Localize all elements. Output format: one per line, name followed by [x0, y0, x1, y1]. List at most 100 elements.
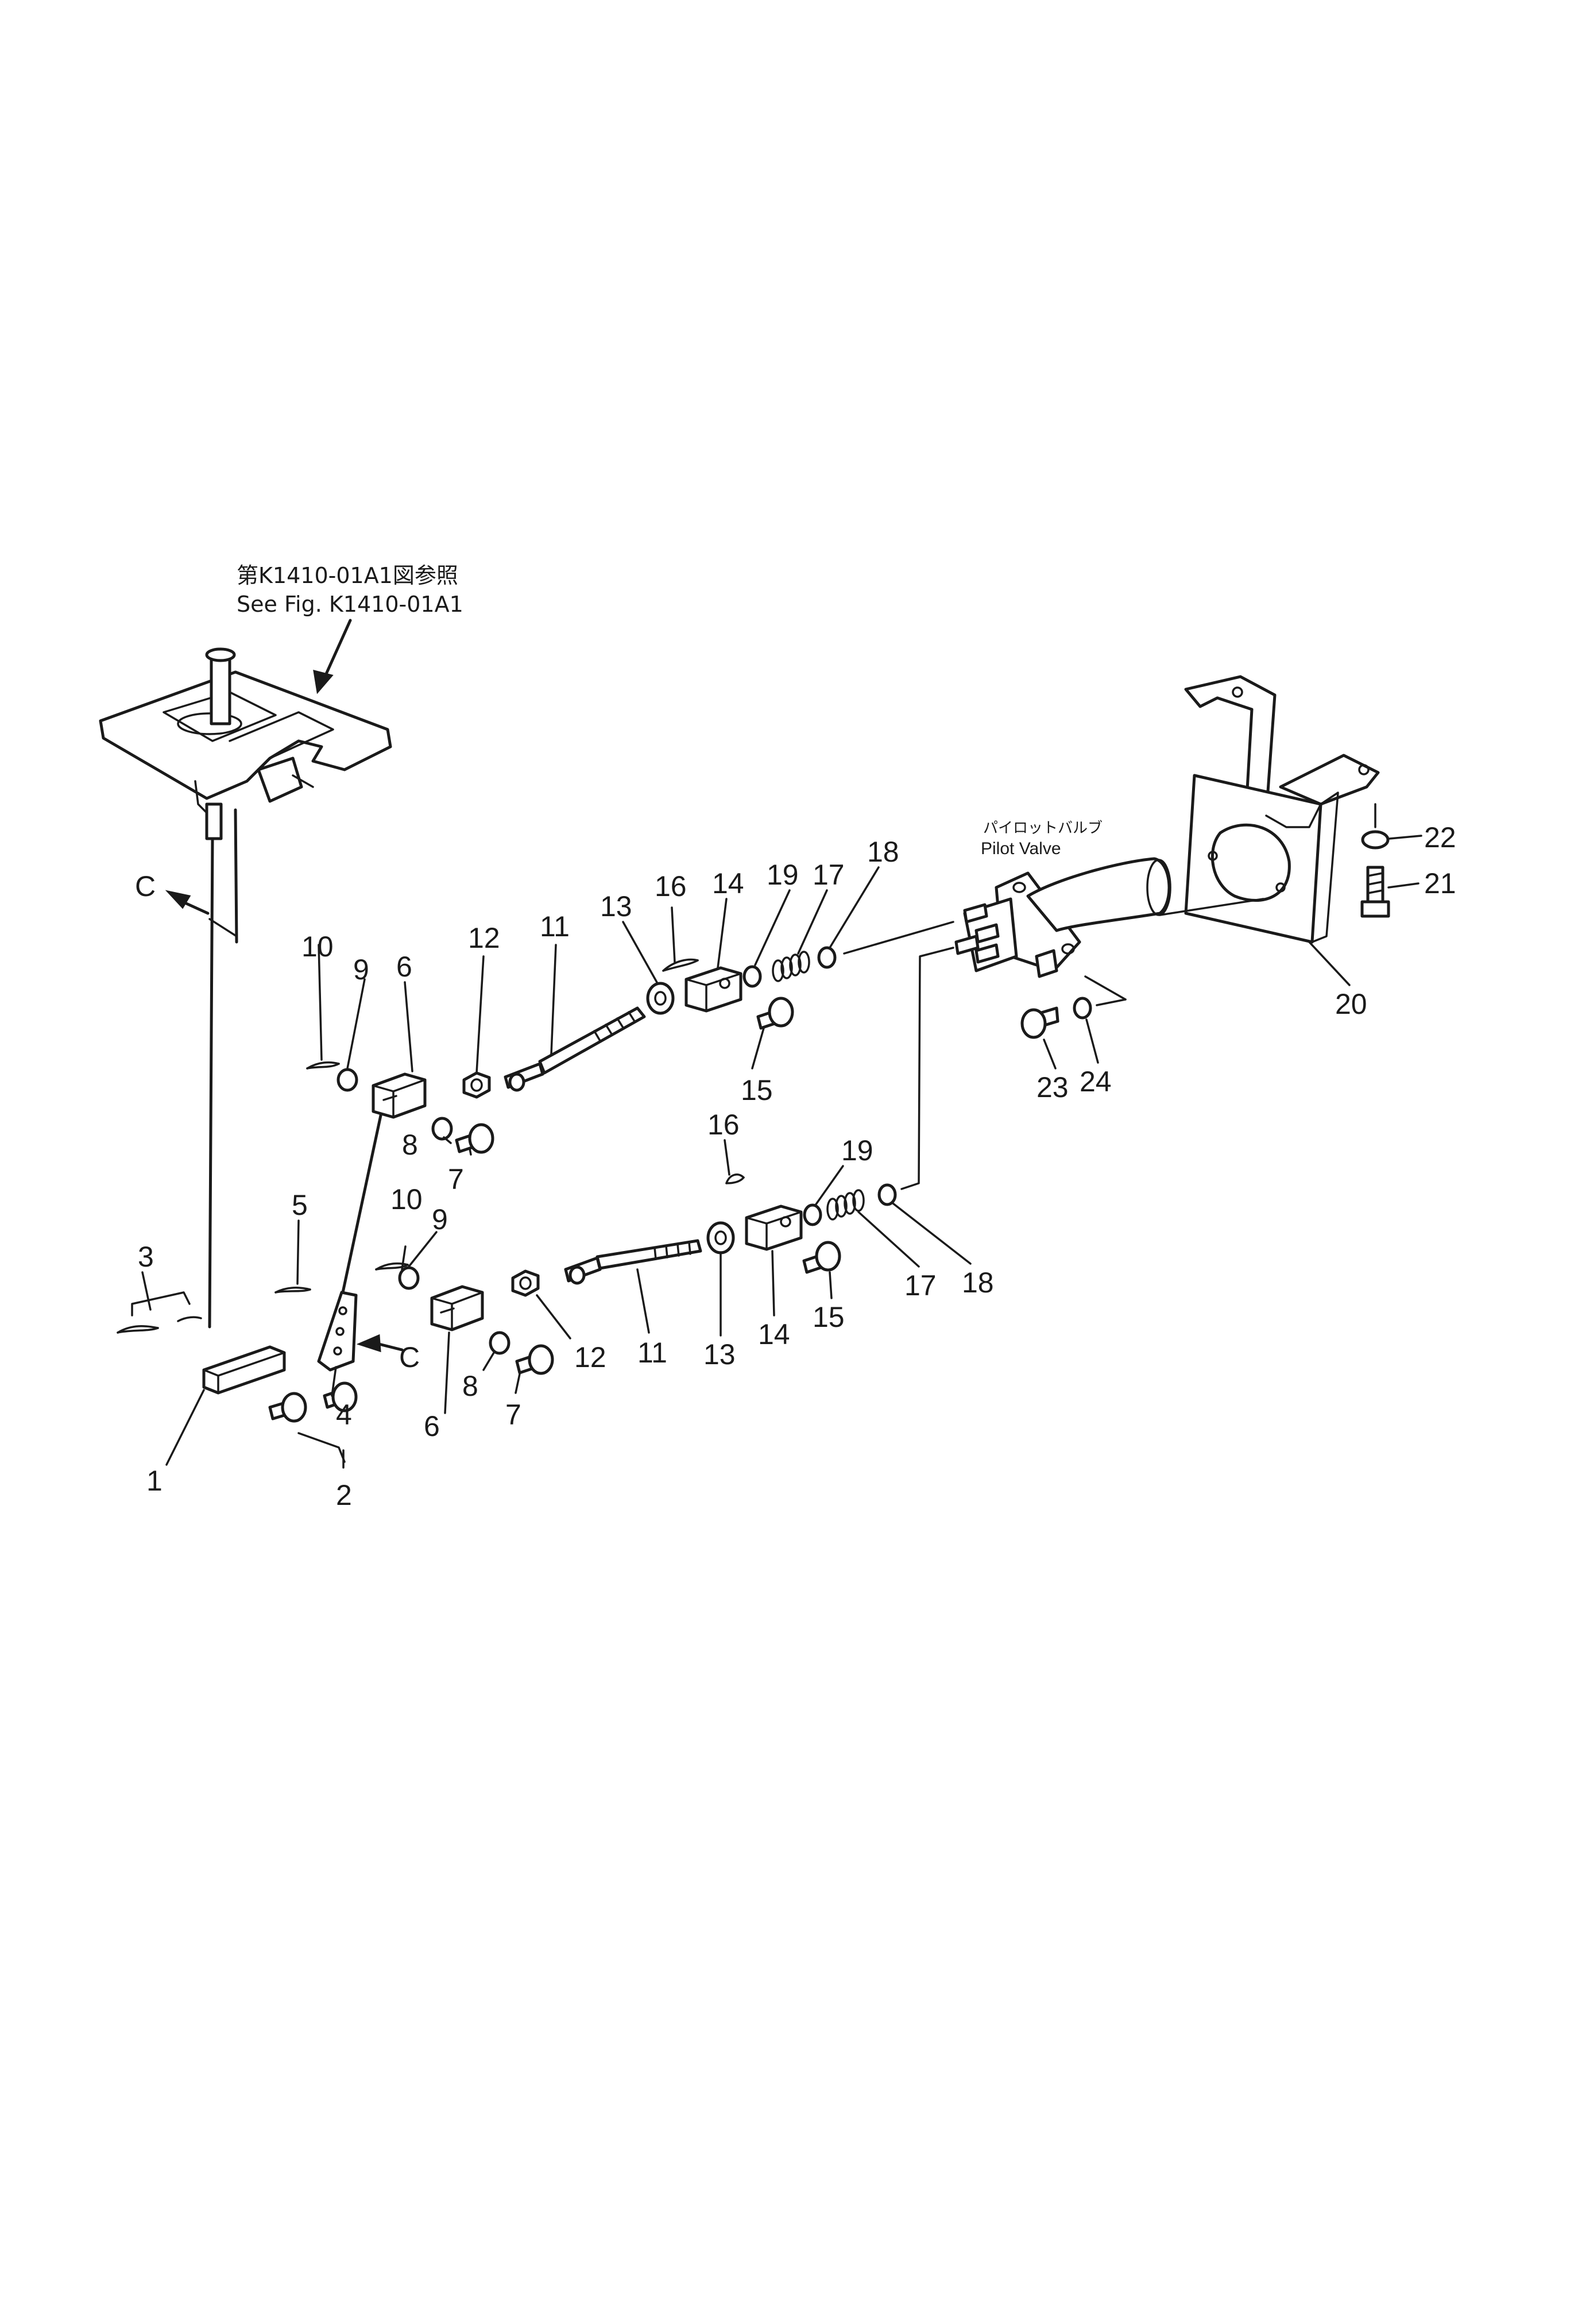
callout-11b: 11 — [637, 1337, 667, 1369]
callout-7b: 7 — [505, 1399, 521, 1431]
reference-note-jp: 第K1410-01A1図参照 — [237, 563, 458, 588]
pilot-valve-label-jp: パイロットバルブ — [983, 820, 1103, 837]
center-line-upper — [843, 921, 954, 955]
callout-18a: 18 — [867, 836, 899, 868]
washer-9-lower — [398, 1266, 420, 1290]
callout-14a: 14 — [712, 867, 744, 900]
callout-17b: 17 — [904, 1269, 937, 1302]
callout-16b: 16 — [707, 1109, 740, 1141]
center-line-24 — [1084, 975, 1127, 1001]
callout-10b: 10 — [390, 1183, 423, 1215]
callout-19a: 19 — [767, 859, 799, 891]
rod-11-upper — [504, 1006, 646, 1092]
clevis-6-lower — [430, 1285, 484, 1331]
nut-13-upper — [646, 982, 675, 1015]
callout-18b: 18 — [962, 1267, 994, 1299]
callout-2: 2 — [336, 1479, 352, 1511]
washer-24 — [1073, 997, 1092, 1020]
washer-8-lower — [489, 1331, 510, 1355]
callout-8a: 8 — [402, 1129, 418, 1161]
callout-5: 5 — [292, 1189, 308, 1221]
callout-12a: 12 — [468, 922, 500, 954]
view-marker-c-lower: C — [399, 1341, 420, 1373]
nut-12-lower — [511, 1269, 540, 1297]
callout-6b: 6 — [424, 1410, 440, 1442]
bolt-2b — [323, 1381, 358, 1412]
cotter-pin-3 — [117, 1316, 202, 1334]
washer-18-upper — [817, 946, 837, 969]
bolt-15-upper — [756, 997, 794, 1030]
washer-19-upper — [742, 965, 762, 988]
callout-9a: 9 — [353, 953, 369, 986]
callout-6a: 6 — [396, 951, 412, 983]
center-line-lower — [900, 947, 954, 1190]
callout-10a: 10 — [301, 931, 334, 963]
bolt-2a — [268, 1392, 307, 1423]
callout-14b: 14 — [758, 1318, 790, 1350]
callout-20: 20 — [1335, 988, 1367, 1020]
callout-16a: 16 — [655, 870, 687, 902]
callout-13a: 13 — [600, 890, 632, 922]
washer-22 — [1361, 830, 1390, 850]
control-rod — [208, 808, 238, 1329]
link-plate — [317, 1291, 358, 1372]
center-line-23 — [1096, 998, 1127, 1006]
nut-13-lower — [706, 1221, 735, 1254]
clevis-14-upper — [684, 966, 742, 1013]
callout-24: 24 — [1080, 1066, 1112, 1098]
mounting-plate — [99, 647, 392, 840]
callout-23: 23 — [1036, 1071, 1069, 1103]
center-line-bracket — [1159, 898, 1264, 916]
callout-17a: 17 — [813, 859, 845, 891]
bolt-23 — [1020, 1006, 1059, 1039]
spring-17-upper — [772, 951, 810, 982]
callout-4: 4 — [336, 1399, 352, 1431]
link-rod — [341, 1090, 388, 1294]
clevis-14-lower — [745, 1205, 803, 1251]
bracket-20 — [1184, 675, 1380, 944]
callout-12b: 12 — [574, 1341, 606, 1373]
reference-note-en: See Fig. K1410-01A1 — [237, 592, 463, 617]
bracket-3 — [131, 1291, 191, 1317]
leader-lines — [141, 835, 1422, 1469]
pilot-valve — [954, 857, 1171, 978]
callout-1: 1 — [146, 1465, 163, 1497]
bolt-21 — [1360, 866, 1390, 918]
callout-numbers: 1 2 3 4 5 6 6 7 7 8 8 9 9 10 10 11 11 12… — [138, 821, 1456, 1511]
clevis-6-upper — [372, 1072, 427, 1119]
rod-11-lower — [564, 1239, 702, 1285]
callout-15a: 15 — [741, 1074, 773, 1106]
lever-block — [202, 1345, 286, 1395]
cotter-pin-5 — [274, 1286, 311, 1294]
pilot-valve-label-en: Pilot Valve — [981, 839, 1061, 858]
reference-arrow — [313, 619, 352, 694]
callout-19b: 19 — [841, 1134, 873, 1167]
view-arrow-upper — [165, 890, 191, 909]
cotter-pin-16-upper — [662, 958, 699, 972]
cotter-pin-10-lower — [375, 1262, 409, 1271]
washer-19-lower — [803, 1203, 822, 1226]
callout-11a: 11 — [540, 910, 570, 943]
bolt-7-upper — [455, 1123, 494, 1154]
cotter-pin-10-upper — [306, 1061, 340, 1070]
bolt-7-lower — [515, 1344, 554, 1375]
callout-9b: 9 — [432, 1203, 448, 1236]
callout-3: 3 — [138, 1241, 154, 1273]
callout-15b: 15 — [813, 1301, 845, 1333]
spring-17-lower — [826, 1189, 865, 1221]
washer-18-lower — [877, 1183, 897, 1206]
cotter-pin-16-lower — [725, 1173, 745, 1184]
view-marker-c-upper: C — [135, 870, 156, 902]
callout-13b: 13 — [703, 1338, 736, 1371]
washer-8-upper — [431, 1117, 453, 1141]
callout-22: 22 — [1424, 821, 1456, 854]
view-arrow-lower — [356, 1334, 381, 1353]
callout-21: 21 — [1424, 867, 1456, 900]
washer-9-upper — [337, 1068, 358, 1092]
bracket-2 — [297, 1432, 346, 1463]
callout-8b: 8 — [462, 1370, 478, 1402]
nut-12-upper — [462, 1071, 491, 1099]
bolt-15-lower — [802, 1241, 841, 1274]
